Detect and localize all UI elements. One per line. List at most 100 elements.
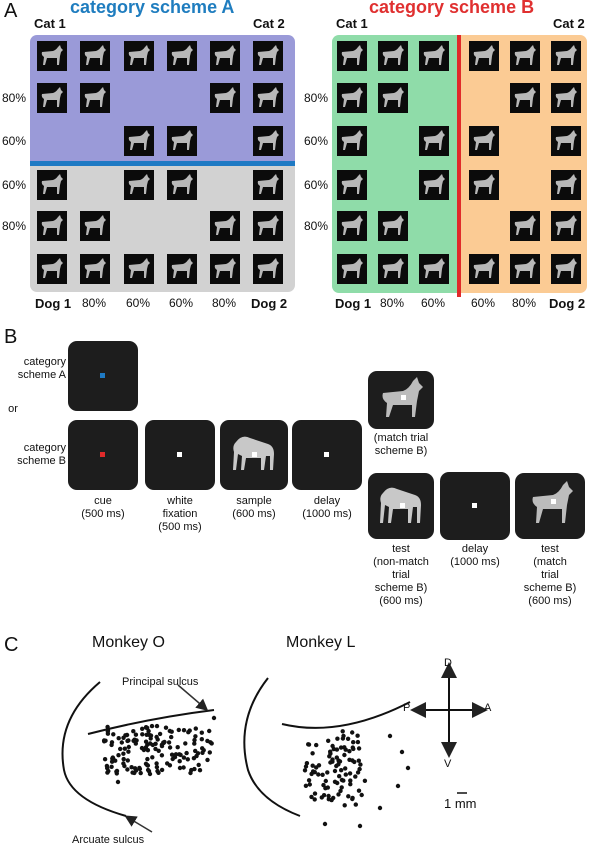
scheme-b-row-label: 60%	[304, 134, 329, 148]
scheme-b-category1-region	[332, 35, 457, 293]
recording-site	[348, 782, 353, 787]
blue-cue-dot	[100, 373, 105, 378]
recording-site	[205, 757, 210, 763]
scheme-a-morph-tile	[253, 83, 283, 113]
scheme-b-morph-tile	[378, 41, 408, 71]
recording-site	[357, 766, 362, 772]
recording-site	[177, 752, 182, 757]
recording-site	[154, 764, 160, 770]
recording-site	[144, 725, 149, 730]
scheme-b-morph-tile	[551, 211, 581, 241]
scheme-b-col-label: Dog 1	[335, 296, 372, 311]
cue-screen-scheme-a	[68, 341, 138, 411]
recording-site	[341, 778, 346, 783]
or-label: or	[8, 403, 18, 415]
scheme-a-morph-tile	[37, 254, 67, 284]
recording-site	[181, 728, 187, 733]
scheme-b-cat2-label: Cat 2	[553, 16, 585, 31]
monkey-o-principal-sulcus	[87, 709, 215, 735]
scheme-b-morph-tile	[510, 83, 540, 113]
scheme-a-morph-tile	[253, 211, 283, 241]
recording-site	[343, 766, 348, 771]
scheme-a-cat1-label: Cat 1	[34, 16, 66, 31]
recording-site	[357, 823, 363, 829]
delay-screen-1	[292, 420, 362, 490]
monkey-o-arcuate-sulcus	[61, 681, 127, 817]
recording-site	[309, 794, 314, 800]
recording-site	[111, 732, 116, 737]
recording-site	[137, 765, 142, 771]
principal-sulcus-arrow	[177, 684, 209, 711]
recording-site	[169, 729, 174, 734]
scheme-b-cue-label: category scheme B	[17, 442, 66, 467]
recording-site	[116, 753, 121, 758]
recording-site	[133, 732, 139, 737]
cue-step-label: cue (500 ms)	[81, 495, 125, 520]
recording-site	[329, 797, 334, 803]
recording-site	[125, 767, 130, 772]
recording-site	[199, 737, 204, 742]
recording-site	[325, 770, 330, 775]
scheme-b-morph-tile	[378, 254, 408, 284]
scheme-b-morph-tile	[469, 126, 499, 156]
recording-site	[303, 764, 309, 769]
scheme-b-morph-tile	[378, 211, 408, 241]
scheme-a-col-label: Dog 2	[251, 296, 288, 311]
match-dog-image	[382, 377, 423, 417]
recording-site	[132, 737, 137, 742]
fixation-screen	[145, 420, 215, 490]
recording-site	[118, 746, 123, 752]
scheme-a-row-label: 60%	[2, 134, 27, 148]
scheme-b-morph-tile	[469, 41, 499, 71]
recording-site	[165, 761, 170, 766]
recording-site	[321, 782, 326, 788]
recording-site	[395, 783, 401, 789]
recording-site	[350, 795, 355, 801]
recording-site	[173, 752, 179, 757]
scale-label: 1 mm	[444, 796, 477, 811]
recording-site	[335, 736, 340, 741]
recording-site	[150, 742, 155, 748]
scheme-a-cue-label: category scheme A	[17, 356, 66, 381]
recording-site	[177, 759, 182, 764]
recording-site	[195, 751, 201, 756]
principal-sulcus-label: Principal sulcus	[122, 676, 199, 688]
delay-screen-2	[440, 472, 510, 540]
recording-site	[148, 736, 153, 741]
recording-site	[186, 730, 191, 735]
recording-site	[350, 730, 355, 735]
scheme-a-title: category scheme A	[70, 0, 235, 17]
recording-site	[302, 768, 308, 773]
recording-site	[343, 772, 348, 777]
recording-site	[140, 726, 145, 731]
scheme-a-boundary-line	[30, 161, 295, 166]
recording-site	[314, 742, 319, 748]
recording-site	[138, 770, 143, 776]
recording-site	[129, 765, 134, 770]
scheme-a-morph-tile	[210, 83, 240, 113]
test-match-dog-image	[532, 481, 573, 523]
recording-site	[121, 751, 126, 756]
scheme-b-morph-tile	[337, 83, 367, 113]
scheme-b-morph-tile	[419, 170, 449, 200]
recording-site	[177, 765, 183, 771]
recording-site	[319, 795, 324, 800]
recording-site	[193, 726, 198, 731]
recording-site	[133, 768, 139, 773]
recording-site	[303, 783, 309, 788]
recording-site	[356, 746, 362, 751]
recording-site	[306, 742, 311, 747]
scheme-b-morph-tile	[551, 126, 581, 156]
recording-site	[399, 749, 405, 755]
white-fixation-dot	[472, 503, 477, 508]
delay2-step-label: delay (1000 ms)	[450, 543, 500, 568]
recording-site	[208, 740, 213, 745]
scheme-a-col-label: 80%	[82, 296, 107, 310]
recording-site	[347, 757, 352, 762]
recording-site	[105, 724, 110, 730]
sample-screen	[220, 420, 288, 490]
scheme-a-morph-tile	[210, 254, 240, 284]
compass-d-label: D	[444, 657, 452, 669]
scheme-b-morph-tile	[337, 41, 367, 71]
recording-site	[328, 751, 333, 756]
